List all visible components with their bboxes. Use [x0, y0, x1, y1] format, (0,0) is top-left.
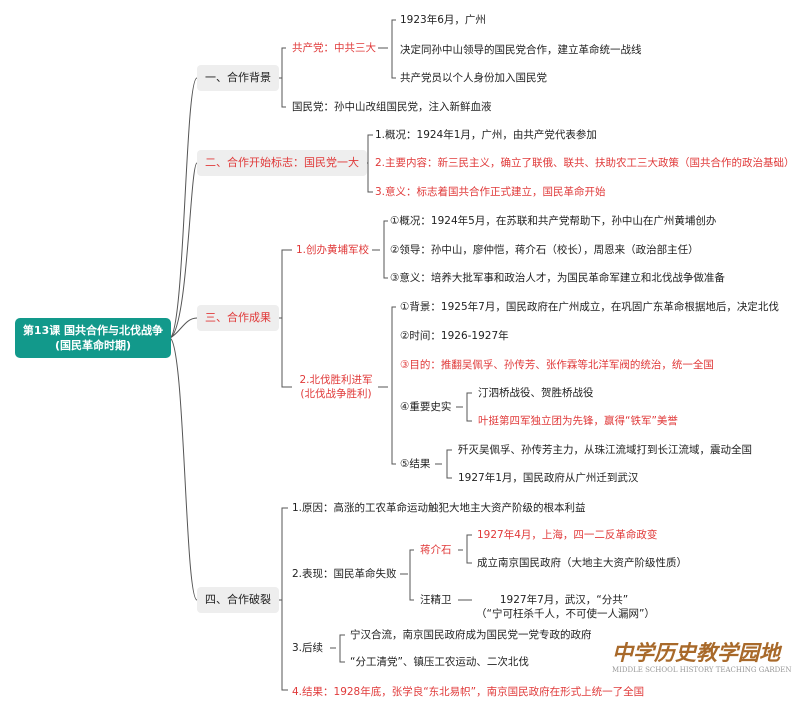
node-leaf: 2.主要内容：新三民主义，确立了联俄、联共、扶助农工三大政策（国共合作的政治基础…: [375, 157, 795, 169]
root-node[interactable]: 第13课 国共合作与北伐战争 (国民革命时期): [15, 318, 171, 358]
node-leaf: ②领导：孙中山，廖仲恺，蒋介石（校长），周恩来（政治部主任）: [390, 244, 699, 256]
node-facts[interactable]: ④重要史实: [400, 401, 452, 413]
node-leaf: ③目的：推翻吴佩孚、孙传芳、张作霖等北洋军阀的统治，统一全国: [400, 359, 714, 371]
node-wang-detail: 1927年7月，武汉，“分共” （“宁可枉杀千人，不可使一人漏网”）: [476, 593, 655, 621]
node-leaf: ①背景：1925年7月，国民政府在广州成立，在巩固广东革命根据地后，决定北伐: [400, 301, 779, 313]
node-leaf: 歼灭吴佩孚、孙传芳主力，从珠江流域打到长江流域，震动全国: [458, 444, 752, 456]
node-result: 4.结果：1928年底，张学良“东北易帜”，南京国民政府在形式上统一了全国: [292, 686, 645, 698]
watermark-subtitle: MIDDLE SCHOOL HISTORY TEACHING GARDEN: [612, 666, 792, 674]
node-beifa-subtitle: (北伐战争胜利): [300, 388, 372, 400]
node-beifa[interactable]: 2.北伐胜利进军 (北伐战争胜利): [294, 373, 378, 401]
section-breakdown[interactable]: 四、合作破裂: [197, 587, 279, 613]
node-huangpu[interactable]: 1.创办黄埔军校: [296, 244, 370, 256]
node-leaf: “分工清党”、镇压工农运动、二次北伐: [350, 656, 529, 668]
node-jiang[interactable]: 蒋介石: [420, 544, 452, 556]
node-beifa-title: 2.北伐胜利进军: [299, 374, 373, 386]
node-leaf: ③意义：培养大批军事和政治人才，为国民革命军建立和北伐战争做准备: [390, 272, 725, 284]
node-ccp-congress[interactable]: 共产党：中共三大: [292, 42, 376, 54]
node-show[interactable]: 2.表现：国民革命失败: [292, 568, 397, 580]
watermark-logo: 中学历史教学园地 MIDDLE SCHOOL HISTORY TEACHING …: [612, 640, 796, 675]
node-leaf: 1923年6月，广州: [400, 14, 486, 26]
node-leaf: 1927年4月，上海，四一二反革命政变: [477, 529, 658, 541]
node-leaf: 成立南京国民政府（大地主大资产阶级性质）: [477, 557, 687, 569]
node-leaf: 1927年1月，国民政府从广州迁到武汉: [458, 472, 639, 484]
node-leaf: ②时间：1926-1927年: [400, 330, 509, 342]
node-leaf: 1927年7月，武汉，“分共”: [499, 594, 629, 606]
section-results[interactable]: 三、合作成果: [197, 305, 279, 331]
node-leaf: 汀泗桥战役、贺胜桥战役: [478, 387, 594, 399]
node-leaf: （“宁可枉杀千人，不可使一人漏网”）: [476, 608, 655, 620]
node-leaf: 共产党员以个人身份加入国民党: [400, 72, 547, 84]
node-wang[interactable]: 汪精卫: [420, 594, 452, 606]
node-leaf: 叶挺第四军独立团为先锋，赢得“铁军”美誉: [478, 415, 678, 427]
root-title: 第13课 国共合作与北伐战争: [22, 324, 164, 337]
section-background[interactable]: 一、合作背景: [197, 65, 279, 91]
node-leaf: 1.概况：1924年1月，广州，由共产党代表参加: [375, 129, 597, 141]
watermark-title: 中学历史教学园地: [612, 640, 780, 665]
node-leaf: 决定同孙中山领导的国民党合作，建立革命统一战线: [400, 44, 642, 56]
node-leaf: 3.意义：标志着国共合作正式建立，国民革命开始: [375, 186, 606, 198]
root-subtitle: (国民革命时期): [54, 339, 132, 352]
node-leaf: 宁汉合流，南京国民政府成为国民党一党专政的政府: [350, 629, 592, 641]
node-leaf: ①概况：1924年5月，在苏联和共产党帮助下，孙中山在广州黄埔创办: [390, 215, 717, 227]
node-kmt: 国民党：孙中山改组国民党，注入新鲜血液: [292, 101, 492, 113]
node-reason: 1.原因：高涨的工农革命运动触犯大地主大资产阶级的根本利益: [292, 502, 586, 514]
node-follow[interactable]: 3.后续: [292, 642, 324, 654]
section-start[interactable]: 二、合作开始标志：国民党一大: [197, 150, 367, 176]
node-results[interactable]: ⑤结果: [400, 458, 431, 470]
